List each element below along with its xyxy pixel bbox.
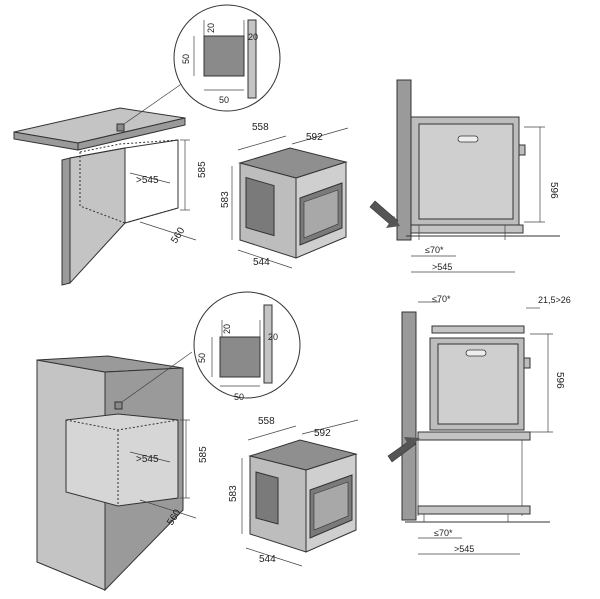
niche-depth-label: >545 [136, 175, 159, 186]
vent-gap-left-label: 20 [206, 23, 216, 33]
vent-gap-right-label: 20 [248, 32, 258, 42]
vent-bottom-gap-right-label: 20 [268, 332, 278, 342]
vent-height-label: 50 [181, 54, 191, 64]
side-view-top: 596 ≤70* >545 [369, 79, 560, 273]
vent-bottom-gap-left-label: 20 [222, 324, 232, 334]
oven-height-label: 583 [220, 191, 231, 208]
vent-detail-top: 50 20 20 50 [173, 4, 281, 112]
undercounter-niche: >545 585 560 [13, 77, 208, 286]
column-niche-height-label: 585 [198, 446, 209, 463]
oven-bottom-top-width-label: 592 [314, 428, 331, 439]
oven-depth-label: 558 [252, 122, 269, 133]
oven-bottom-depth-label: 558 [258, 416, 275, 427]
oven-bottom-bottom-width-label: 544 [259, 554, 276, 565]
side-height-label: 596 [548, 182, 559, 199]
vent-bottom-width-label: 50 [234, 392, 244, 402]
oven-isometric-bottom: 558 592 583 544 [228, 416, 359, 567]
vent-width-label: 50 [219, 95, 229, 105]
side-gap-label: ≤70* [425, 245, 444, 255]
oven-bottom-width-label: 544 [253, 257, 270, 268]
column-niche-depth-label: >545 [136, 454, 159, 465]
vent-opening [116, 123, 125, 132]
niche-width-label: 560 [169, 225, 187, 245]
vent-detail-bottom: 50 20 20 50 [193, 291, 301, 402]
side-depth-label: >545 [432, 262, 452, 272]
oven-bottom-height-label: 583 [228, 485, 239, 502]
oven-isometric-top: 558 592 583 544 [220, 122, 349, 269]
column-niche: >545 585 560 [36, 351, 209, 592]
oven-width-label: 592 [306, 132, 323, 143]
side-bottom-gap-bottom-label: ≤70* [434, 528, 453, 538]
side-bottom-depth-label: >545 [454, 544, 474, 554]
side-view-bottom: ≤70* 21,5>26 596 ≤70* >545 [387, 294, 571, 555]
vent-bottom-height-label: 50 [197, 353, 207, 363]
side-bottom-gap-top-label: ≤70* [432, 294, 451, 304]
side-bottom-clearance-label: 21,5>26 [538, 295, 571, 305]
niche-height-label: 585 [197, 161, 208, 178]
side-bottom-height-label: 596 [554, 372, 565, 389]
vent-opening-bottom [114, 401, 123, 410]
